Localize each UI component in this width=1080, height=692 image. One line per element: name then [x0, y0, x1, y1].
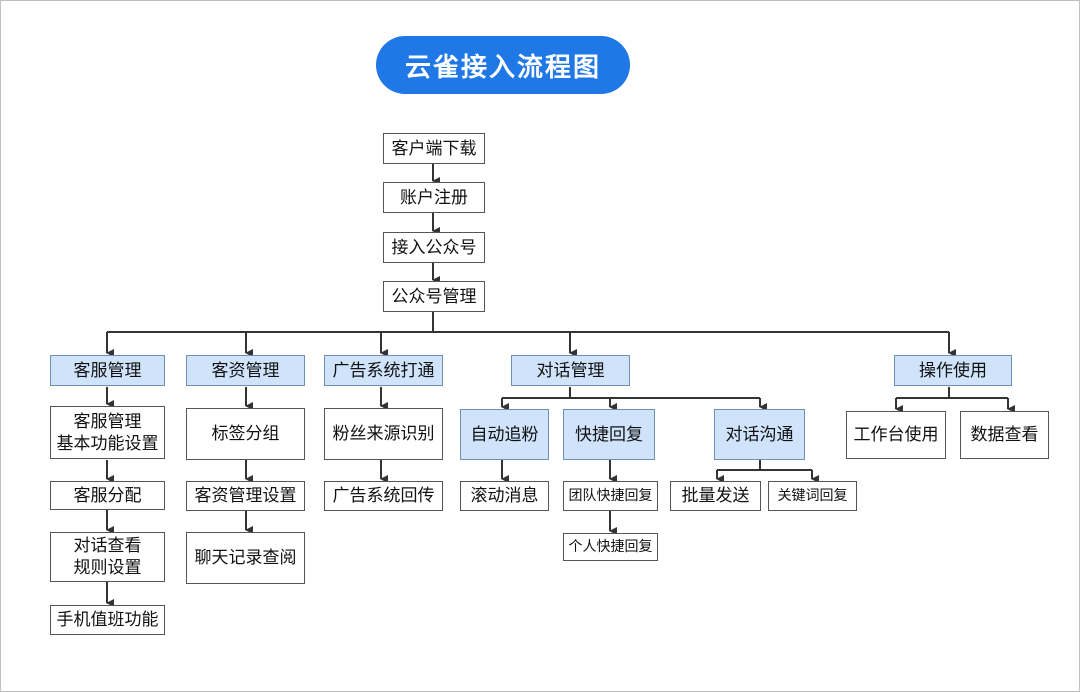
category-customer-assets: 客资管理	[186, 355, 305, 386]
item-cs-basic-settings-line2: 基本功能设置	[56, 433, 159, 454]
item-cs-assignment: 客服分配	[50, 481, 165, 510]
item-workbench: 工作台使用	[846, 411, 946, 459]
item-bulk-send: 批量发送	[670, 481, 761, 511]
item-conversation-view-rules-line1: 对话查看	[73, 536, 142, 556]
sub-auto-follow: 自动追粉	[460, 409, 549, 460]
category-ad-system: 广告系统打通	[324, 355, 443, 386]
item-scroll-message: 滚动消息	[460, 481, 549, 511]
item-tag-grouping: 标签分组	[186, 408, 305, 460]
step-account-register: 账户注册	[383, 182, 485, 213]
step-official-account-management: 公众号管理	[383, 281, 485, 312]
step-client-download: 客户端下载	[383, 133, 485, 164]
step-connect-official-account: 接入公众号	[383, 232, 485, 263]
category-operation: 操作使用	[894, 355, 1012, 386]
item-cs-basic-settings: 客服管理 基本功能设置	[50, 406, 165, 459]
item-data-view: 数据查看	[960, 411, 1049, 459]
item-cs-basic-settings-line1: 客服管理	[73, 411, 142, 432]
item-team-quick-reply: 团队快捷回复	[563, 481, 658, 511]
item-conversation-view-rules: 对话查看 规则设置	[50, 532, 165, 582]
item-personal-quick-reply: 个人快捷回复	[563, 533, 658, 561]
item-customer-assets-settings: 客资管理设置	[186, 481, 305, 511]
item-ad-callback: 广告系统回传	[324, 481, 443, 511]
item-conversation-view-rules-line2: 规则设置	[73, 558, 142, 578]
sub-conversation-chat: 对话沟通	[714, 409, 805, 460]
category-conversation: 对话管理	[511, 355, 630, 386]
page-title: 云雀接入流程图	[376, 36, 630, 94]
item-mobile-duty: 手机值班功能	[50, 605, 165, 635]
sub-quick-reply: 快捷回复	[563, 409, 655, 460]
category-customer-service: 客服管理	[50, 355, 165, 386]
item-fan-source: 粉丝来源识别	[324, 408, 443, 460]
item-chat-history: 聊天记录查阅	[186, 532, 305, 584]
item-keyword-reply: 关键词回复	[768, 481, 857, 511]
